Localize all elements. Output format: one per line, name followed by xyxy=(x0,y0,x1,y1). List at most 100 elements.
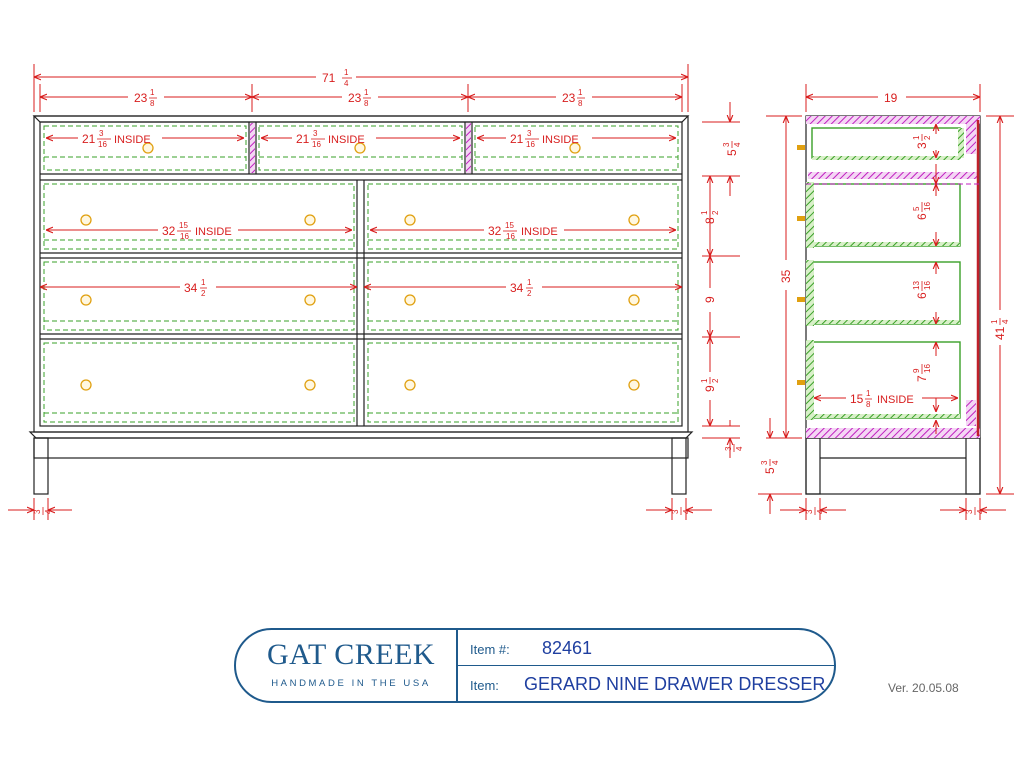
side-back-leg xyxy=(965,437,981,495)
side-drawer-back-hatch xyxy=(958,128,964,158)
svg-text:16: 16 xyxy=(526,140,535,149)
item-name-label: Item: xyxy=(470,678,499,693)
svg-text:6: 6 xyxy=(915,213,929,220)
svg-text:8: 8 xyxy=(578,99,583,108)
svg-text:6: 6 xyxy=(915,292,929,299)
svg-text:23: 23 xyxy=(562,91,576,105)
company-tagline: HANDMADE IN THE USA xyxy=(271,678,431,689)
side-rail-hatch xyxy=(808,172,978,179)
svg-text:21: 21 xyxy=(510,132,524,146)
side-leg-height: 5 3 4 xyxy=(760,459,780,474)
svg-text:15: 15 xyxy=(179,221,188,230)
svg-text:9: 9 xyxy=(703,296,717,303)
svg-text:2: 2 xyxy=(527,289,532,298)
svg-text:3: 3 xyxy=(724,446,733,451)
svg-text:16: 16 xyxy=(923,281,932,290)
svg-text:4: 4 xyxy=(344,79,349,88)
svg-text:4: 4 xyxy=(976,509,985,514)
knob xyxy=(80,294,92,306)
side-drawer-1 xyxy=(811,127,961,159)
knob xyxy=(304,214,316,226)
svg-text:INSIDE: INSIDE xyxy=(328,134,365,146)
svg-text:2: 2 xyxy=(201,289,206,298)
lower-drawer-width-2: 34 1 2 xyxy=(510,278,533,298)
drawer-mid-right xyxy=(367,183,679,250)
svg-text:INSIDE: INSIDE xyxy=(877,394,914,406)
side-knobs xyxy=(797,145,805,385)
svg-text:3: 3 xyxy=(915,142,929,149)
knob xyxy=(628,214,640,226)
side-drawer-bottom-hatch xyxy=(812,414,960,418)
svg-text:8: 8 xyxy=(703,217,717,224)
front-height-1: 5 3 4 xyxy=(722,141,742,156)
side-top-hatch xyxy=(806,116,980,124)
side-drawer-boxes xyxy=(811,127,961,419)
knob xyxy=(142,142,154,154)
svg-text:1: 1 xyxy=(150,88,155,97)
side-back-hatch-top xyxy=(966,124,976,154)
lower-drawer-width-1: 34 1 2 xyxy=(184,278,207,298)
svg-text:16: 16 xyxy=(923,364,932,373)
overall-width: 71 xyxy=(322,71,336,85)
svg-text:21: 21 xyxy=(82,132,96,146)
leg-inset-left: 3 4 xyxy=(33,507,53,515)
svg-text:8: 8 xyxy=(150,99,155,108)
svg-text:23: 23 xyxy=(134,91,148,105)
svg-text:1: 1 xyxy=(912,135,921,140)
side-drawer-depth-1: 3 1 2 xyxy=(912,134,932,149)
dresser-top xyxy=(32,115,690,123)
middle-drawer-inside-1: 32 15 16 INSIDE xyxy=(162,221,232,241)
svg-text:16: 16 xyxy=(180,232,189,241)
knob xyxy=(569,142,581,154)
svg-text:8: 8 xyxy=(364,99,369,108)
svg-text:15: 15 xyxy=(850,392,864,406)
side-knob xyxy=(797,297,805,302)
side-drawer-front-hatch xyxy=(806,340,814,420)
base-apron xyxy=(28,431,694,439)
section-width-1: 23 1 8 xyxy=(134,88,157,108)
section-width-2: 23 1 8 xyxy=(348,88,371,108)
svg-text:3: 3 xyxy=(33,509,42,514)
side-drawer-bottom-hatch xyxy=(812,242,960,246)
side-drawer-bottom-hatch xyxy=(812,320,960,324)
svg-text:1: 1 xyxy=(700,210,709,215)
svg-text:1: 1 xyxy=(527,278,532,287)
svg-text:3: 3 xyxy=(805,509,814,514)
side-knob xyxy=(797,145,805,150)
svg-text:1: 1 xyxy=(578,88,583,97)
svg-text:1: 1 xyxy=(364,88,369,97)
svg-text:7: 7 xyxy=(915,375,929,382)
side-drawer-inside: 15 1 8 INSIDE xyxy=(850,389,914,409)
drawer-bottom-right xyxy=(367,342,679,423)
svg-text:4: 4 xyxy=(682,509,691,514)
side-back-hatch-bottom xyxy=(966,400,976,426)
svg-text:4: 4 xyxy=(733,142,742,147)
svg-text:INSIDE: INSIDE xyxy=(195,226,232,238)
svg-text:4: 4 xyxy=(771,460,780,465)
svg-text:5: 5 xyxy=(725,149,739,156)
svg-text:4: 4 xyxy=(735,446,744,451)
svg-text:32: 32 xyxy=(162,224,176,238)
side-dimension-lines xyxy=(758,84,1014,520)
svg-text:2: 2 xyxy=(711,210,720,215)
front-height-2: 8 1 2 xyxy=(700,209,720,224)
side-depth: 19 xyxy=(884,91,898,105)
front-dimension-lines xyxy=(8,64,740,520)
svg-text:35: 35 xyxy=(779,269,793,283)
drawer-mid-left xyxy=(43,183,355,250)
svg-text:INSIDE: INSIDE xyxy=(521,226,558,238)
side-case-outline xyxy=(805,115,981,439)
svg-text:3: 3 xyxy=(527,129,532,138)
drawer-third-right xyxy=(367,261,679,331)
case-outline xyxy=(33,115,689,433)
side-drawer-depth-2: 6 5 16 xyxy=(912,202,932,220)
item-number: 82461 xyxy=(542,638,593,658)
side-drawer-2 xyxy=(811,183,961,247)
side-drawer-bottom-hatch xyxy=(812,156,960,160)
svg-text:2: 2 xyxy=(923,135,932,140)
svg-text:3: 3 xyxy=(760,460,769,465)
knobs xyxy=(80,142,640,391)
svg-text:9: 9 xyxy=(703,385,717,392)
svg-text:34: 34 xyxy=(510,281,524,295)
